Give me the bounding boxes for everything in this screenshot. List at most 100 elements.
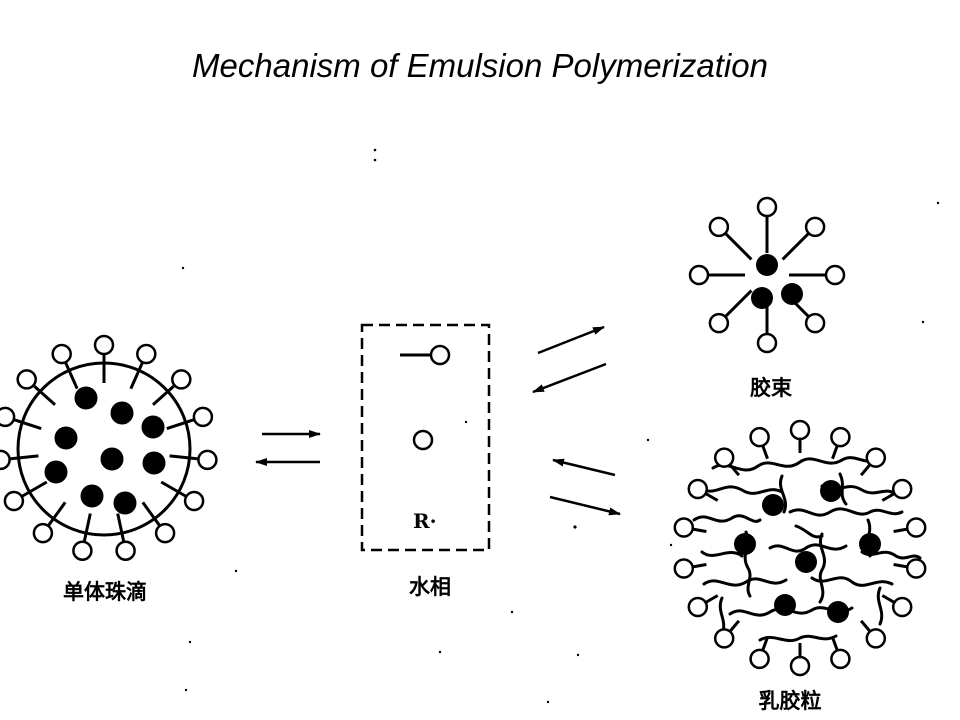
emulsifier-head (708, 216, 730, 238)
droplet-monomer-5 (100, 447, 124, 471)
latex-emulsifier-5 (893, 517, 927, 538)
emulsifier-head (824, 264, 846, 286)
latex-emulsifier-9 (830, 636, 851, 670)
emulsifier-tail (169, 454, 199, 461)
emulsifier-head (197, 449, 218, 471)
latex-emulsifier-16 (687, 478, 719, 502)
emulsifier-head (905, 517, 927, 538)
droplet-monomer-2 (110, 401, 134, 425)
emulsifier-tail (728, 463, 741, 477)
emulsifier-tail (160, 480, 188, 498)
droplet-emulsifier-12 (0, 449, 39, 471)
slide-title: Mechanism of Emulsion Polymerization (192, 47, 768, 84)
emulsifier-head (756, 196, 778, 218)
latex-emulsifier-13 (687, 594, 719, 618)
droplet-monomer-4 (54, 426, 78, 450)
droplet-emulsifier-7 (141, 501, 176, 544)
latex-emulsifier-3 (859, 447, 887, 477)
emulsifier-head (51, 343, 72, 365)
micelle-emulsifier-6 (708, 289, 753, 334)
emulsifier-head (905, 558, 927, 579)
radical-label: R· (413, 509, 437, 533)
emulsifier-tail (13, 418, 42, 431)
latex-emulsifier-4 (881, 478, 913, 502)
emulsifier-tail (166, 418, 195, 431)
latex-monomer-6 (774, 594, 796, 616)
emulsifier-tail (32, 384, 57, 406)
emulsifier-head (171, 369, 192, 390)
droplet-emulsifier-13 (0, 406, 42, 431)
emulsifier-tail (82, 513, 92, 543)
emulsifier-head (687, 478, 709, 500)
emulsifier-tail (9, 454, 39, 461)
emulsifier-tail (831, 636, 839, 651)
dissolved-monomer (412, 429, 434, 451)
emulsifier-head (183, 490, 205, 512)
water-phase-box (360, 323, 491, 552)
droplet-monomer-3 (141, 415, 165, 439)
micelle-monomer-2 (751, 287, 773, 309)
droplet-emulsifier-10 (32, 501, 67, 544)
emulsifier-head (72, 540, 93, 561)
droplet-emulsifier-2 (129, 343, 157, 390)
emulsifier-head (865, 447, 887, 468)
latex-emulsifier-7 (881, 594, 913, 618)
monomer-droplet-label: 单体珠滴 (63, 580, 147, 604)
latex-emulsifier-2 (830, 426, 851, 460)
droplet-emulsifier-5 (169, 449, 218, 471)
emulsifier-head (0, 449, 11, 471)
emulsifier-tail (728, 619, 741, 633)
latex-emulsifier-17 (713, 447, 741, 477)
emulsifier-head (713, 447, 735, 468)
droplet-emulsifier-6 (160, 480, 205, 512)
latex-monomer-1 (762, 494, 784, 516)
droplet-monomer-9 (113, 491, 137, 515)
emulsifier-tail (893, 527, 908, 533)
droplet-monomer-7 (44, 460, 68, 484)
droplet-monomer-8 (80, 484, 104, 508)
emulsifier-tail (761, 445, 769, 460)
emulsifier-tail (893, 563, 908, 569)
droplet-monomer-6 (142, 451, 166, 475)
emulsifier-tail (704, 594, 719, 604)
droplet-boundary (16, 361, 192, 537)
emulsifier-tail (881, 492, 896, 502)
emulsifier-tail (141, 501, 162, 527)
micelle-label: 胶束 (750, 376, 793, 400)
emulsifier-head (891, 478, 913, 500)
droplet-emulsifier-1 (93, 334, 115, 383)
emulsifier-tail (46, 501, 67, 527)
emulsifier-head (749, 648, 770, 670)
micelle-monomer-1 (756, 254, 778, 276)
latex-monomer-3 (734, 533, 756, 555)
latex-monomer-7 (827, 601, 849, 623)
arrow-micelle-to-water (532, 362, 607, 394)
droplet-emulsifier-9 (72, 513, 93, 561)
emulsifier-tail (129, 361, 144, 390)
emulsifier-head (192, 406, 214, 428)
equilibrium-arrows (255, 325, 621, 516)
emulsifier-tail (724, 232, 753, 261)
micelle-emulsifier-1 (756, 196, 778, 253)
emulsifier-head (16, 369, 37, 390)
latex-emulsifier-12 (713, 619, 741, 649)
emulsifier-head (789, 419, 811, 441)
emulsifier-head (0, 406, 16, 428)
emulsifier-tail (20, 480, 48, 498)
emulsifier-head (891, 596, 913, 618)
emulsifier-tail (704, 492, 719, 502)
emulsifier-tail (781, 232, 810, 261)
latex-monomer-5 (859, 533, 881, 555)
micelle-emulsifier-2 (781, 216, 826, 261)
emulsifier-tail (692, 527, 707, 533)
emulsifier-tail (831, 445, 839, 460)
emulsifier-head (673, 558, 695, 579)
latex-particle (673, 419, 927, 677)
emulsifier-tail (692, 563, 707, 569)
emulsifier-head (804, 312, 826, 334)
emulsifier-head (756, 332, 778, 354)
micelle-emulsifier-3 (789, 264, 846, 286)
droplet-emulsifier-15 (51, 343, 79, 390)
emulsifier-tail (724, 289, 753, 318)
